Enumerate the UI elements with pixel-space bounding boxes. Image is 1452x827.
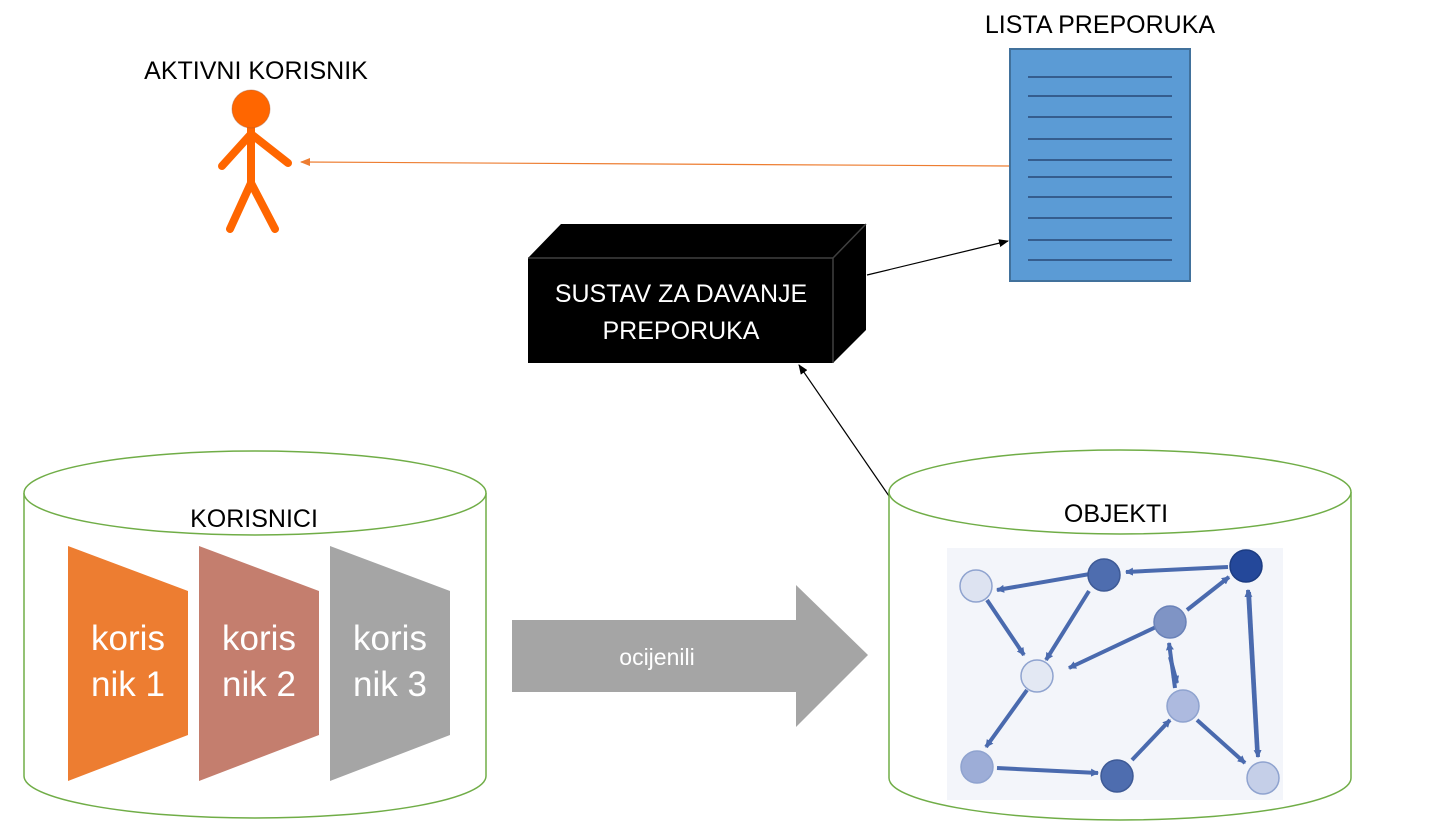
objects-to-system-arrow xyxy=(798,364,890,497)
recommender-system-line1: SUSTAV ZA DAVANJE xyxy=(555,280,807,308)
graph-node xyxy=(1020,659,1054,693)
user-card-2-line1: koris xyxy=(222,619,296,658)
graph-node xyxy=(1153,605,1187,639)
object-graph-nodes xyxy=(959,549,1280,795)
recommender-system-line2: PREPORUKA xyxy=(603,317,760,345)
user-card-1-line1: koris xyxy=(91,619,165,658)
stick-figure-icon xyxy=(218,90,292,233)
objects-database-label: OBJEKTI xyxy=(1064,500,1168,528)
object-graph xyxy=(984,565,1262,777)
recommendation-list-label: LISTA PREPORUKA xyxy=(985,11,1215,39)
stick-figure-outline xyxy=(231,89,271,129)
graph-node xyxy=(959,569,993,603)
user-card-1-line2: nik 1 xyxy=(91,665,165,704)
active-user-label: AKTIVNI KORISNIK xyxy=(144,57,368,85)
graph-node xyxy=(1087,558,1121,592)
rated-arrow-label: ocijenili xyxy=(619,644,694,670)
users-database-label: KORISNICI xyxy=(190,505,318,533)
graph-node xyxy=(1246,761,1280,795)
rated-arrow xyxy=(512,585,868,727)
user-card-2-line2: nik 2 xyxy=(222,665,296,704)
system-to-list-arrow xyxy=(866,239,1009,276)
document-list-icon xyxy=(1009,48,1191,282)
recommendations-to-user-arrow xyxy=(300,158,1010,167)
user-card-3-line2: nik 3 xyxy=(353,665,427,704)
user-card-2: koris nik 2 xyxy=(199,546,319,781)
graph-node xyxy=(1166,689,1200,723)
user-card-3-line1: koris xyxy=(353,619,427,658)
user-card-1: koris nik 1 xyxy=(68,546,188,781)
recommender-system-box xyxy=(528,223,867,363)
graph-node xyxy=(1100,759,1134,793)
user-card-3: koris nik 3 xyxy=(330,546,450,781)
graph-node xyxy=(960,750,994,784)
graph-node xyxy=(1229,549,1263,583)
